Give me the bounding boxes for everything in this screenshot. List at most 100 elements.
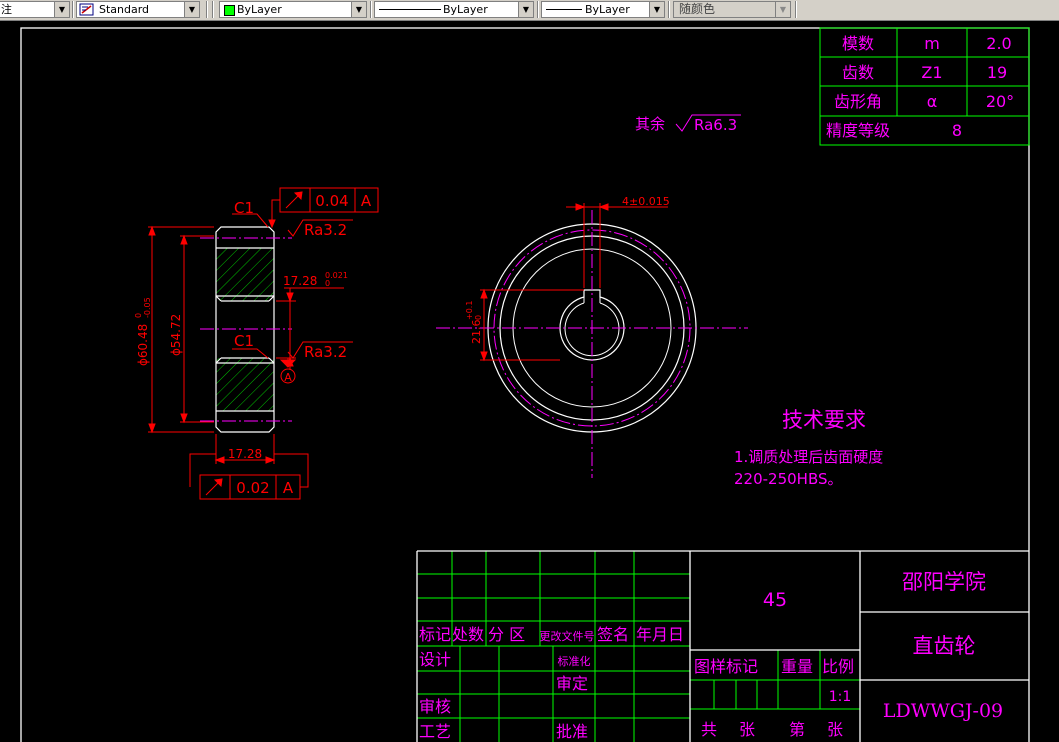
linetype-combo[interactable]: ByLayer ▼ — [374, 1, 534, 18]
toolbar-separator — [668, 1, 670, 18]
param-name-grade: 精度等级 — [826, 121, 890, 140]
param-value-teeth: 19 — [987, 63, 1007, 82]
bore-dim-tol-high: 0.021 — [325, 271, 348, 280]
linetype-sample-icon — [379, 9, 441, 10]
scale-value: 1:1 — [829, 689, 852, 705]
keyway-depth-tol-high: +0.1 — [465, 301, 474, 320]
part-name: 直齿轮 — [913, 634, 976, 658]
root-diameter-dim: ϕ54.72 — [169, 314, 183, 356]
toolbar-separator — [795, 1, 797, 18]
header-date: 年月日 — [636, 625, 684, 644]
school-name: 邵阳学院 — [902, 570, 986, 594]
chamfer-bore-label: C1 — [234, 332, 254, 350]
width-dim: 17.28 — [228, 447, 262, 461]
toolbar-separator — [72, 1, 74, 18]
label-standardize: 标准化 — [558, 654, 591, 668]
technical-requirements: 技术要求 1.调质处理后齿面硬度 220-250HBS。 — [734, 408, 883, 488]
drawing-number: LDWWGJ-09 — [883, 700, 1003, 722]
roughness-top-value: Ra3.2 — [304, 221, 347, 239]
datum-label: A — [284, 371, 292, 384]
param-name-pressure-angle: 齿形角 — [834, 92, 882, 111]
header-mark: 标记 — [419, 625, 451, 644]
chevron-down-icon[interactable]: ▼ — [518, 2, 533, 17]
bore-dim-tol-low: 0 — [325, 279, 330, 288]
label-design: 设计 — [419, 650, 451, 669]
roughness-bore-value: Ra3.2 — [304, 343, 347, 361]
chevron-down-icon[interactable]: ▼ — [351, 2, 366, 17]
keyway-depth-tol-low: 0 — [474, 315, 483, 320]
label-sheets-total: 共 — [701, 720, 717, 739]
label-process: 工艺 — [419, 722, 451, 741]
label-scale: 比例 — [822, 657, 854, 676]
header-count: 处数 — [452, 625, 484, 644]
chamfer-top-label: C1 — [234, 199, 254, 217]
param-symbol-teeth: Z1 — [921, 63, 942, 82]
roughness-other-value: Ra6.3 — [694, 116, 737, 134]
keyway-depth-dim: 21.6 — [470, 320, 483, 345]
model-space-background — [0, 21, 1059, 742]
tol-top-datum: A — [361, 192, 372, 210]
roughness-other-label: 其余 — [635, 115, 665, 133]
title-block: 45 邵阳学院 直齿轮 LDWWGJ-09 标记 处数 分 区 更改文件号 签名… — [416, 550, 1029, 742]
gear-parameter-table: 模数 m 2.0 齿数 Z1 19 齿形角 α 20° 精度等级 8 — [819, 27, 1030, 146]
text-style-icon — [79, 3, 94, 16]
header-doc-no: 更改文件号 — [540, 629, 595, 643]
param-name-teeth: 齿数 — [842, 63, 874, 82]
drawing-border — [20, 27, 1030, 742]
outer-diameter-dim: ϕ60.48 — [136, 324, 150, 366]
color-value: ByLayer — [237, 3, 282, 16]
drawing-canvas[interactable]: 模数 m 2.0 齿数 Z1 19 齿形角 α 20° 精度等级 8 其余 Ra… — [0, 21, 1059, 742]
toolbar-separator — [206, 1, 208, 18]
annotation-style-value: 注 — [1, 3, 12, 16]
label-stage-mark: 图样标记 — [694, 657, 758, 676]
gear-front-view: 4±0.015 21.6 +0.1 0 — [436, 195, 748, 478]
text-style-value: Standard — [99, 3, 150, 16]
gear-section-view: ϕ60.48 0 -0.05 ϕ54.72 17.28 0.021 0 — [134, 187, 379, 500]
plot-style-value: 随颜色 — [679, 2, 716, 16]
chevron-down-icon[interactable]: ▼ — [775, 2, 790, 17]
param-symbol-pressure-angle: α — [927, 92, 938, 111]
outer-diameter-tol-low: -0.05 — [143, 297, 152, 318]
tol-bottom-datum: A — [283, 479, 294, 497]
material-value: 45 — [763, 589, 787, 611]
properties-toolbar: 注 ▼ Standard ▼ ByLayer ▼ ByLayer ▼ ByLay… — [0, 0, 1059, 21]
tol-bottom-value: 0.02 — [236, 479, 269, 497]
label-check: 审核 — [419, 697, 451, 716]
tol-top-value: 0.04 — [315, 192, 348, 210]
label-sheet-no: 第 — [789, 720, 805, 739]
header-sign: 签名 — [597, 625, 629, 644]
hatch-upper — [216, 248, 274, 301]
roughness-symbol-icon — [675, 114, 741, 132]
chevron-down-icon[interactable]: ▼ — [184, 2, 199, 17]
roughness-other-note: 其余 Ra6.3 — [635, 114, 741, 134]
color-combo[interactable]: ByLayer ▼ — [219, 1, 367, 18]
text-style-combo[interactable]: Standard ▼ — [76, 1, 200, 18]
lineweight-value: ByLayer — [585, 3, 630, 16]
annotation-style-combo[interactable]: 注 ▼ — [0, 1, 70, 18]
tech-req-line2: 220-250HBS。 — [734, 470, 843, 488]
label-sheet-unit2: 张 — [827, 720, 843, 739]
bore-dim: 17.28 — [283, 274, 317, 288]
param-symbol-module: m — [924, 34, 940, 53]
tech-req-line1: 1.调质处理后齿面硬度 — [734, 448, 883, 466]
hatch-lower — [216, 358, 274, 411]
header-zone: 分 区 — [488, 625, 525, 644]
toolbar-separator — [537, 1, 539, 18]
toolbar-separator — [212, 1, 214, 18]
outer-diameter-tol-high: 0 — [134, 313, 143, 318]
param-value-pressure-angle: 20° — [986, 92, 1014, 111]
linetype-value: ByLayer — [443, 3, 488, 16]
tech-req-title: 技术要求 — [782, 408, 866, 432]
toolbar-separator — [370, 1, 372, 18]
label-sheets-unit: 张 — [739, 720, 755, 739]
chevron-down-icon[interactable]: ▼ — [54, 2, 69, 17]
lineweight-combo[interactable]: ByLayer ▼ — [541, 1, 665, 18]
keyway-width-dim: 4±0.015 — [622, 195, 670, 208]
param-value-grade: 8 — [952, 121, 962, 140]
label-approve: 批准 — [556, 722, 588, 741]
plot-style-combo[interactable]: 随颜色 ▼ — [673, 1, 791, 18]
label-review: 审定 — [556, 674, 588, 693]
label-weight: 重量 — [781, 657, 813, 676]
param-name-module: 模数 — [842, 34, 874, 53]
chevron-down-icon[interactable]: ▼ — [649, 2, 664, 17]
